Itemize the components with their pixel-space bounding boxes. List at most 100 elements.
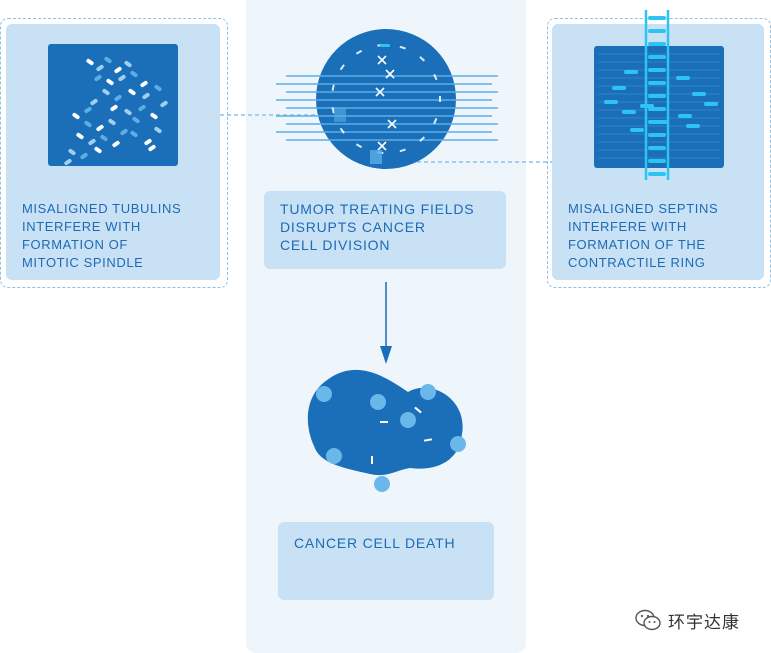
fragment-dot — [374, 476, 390, 492]
tubulin-dash — [86, 58, 94, 66]
tubulin-dash — [80, 152, 88, 160]
ladder-rung — [648, 68, 666, 72]
tubulin-dash — [124, 108, 132, 116]
tubulin-dash — [124, 60, 132, 68]
tubulin-dash — [132, 116, 140, 124]
ladder-rung — [648, 94, 666, 98]
septin-dash — [630, 128, 644, 132]
tubulin-dash — [100, 134, 108, 142]
tubulin-dash — [72, 112, 80, 120]
tubulin-dash — [148, 144, 156, 152]
dividing-cell-illustration — [276, 29, 498, 169]
tubulin-dash — [140, 80, 148, 88]
center-bottom-caption-box — [278, 522, 494, 600]
septin-dash — [612, 86, 626, 90]
tubulin-dash — [94, 74, 102, 82]
tubulin-dash — [130, 130, 138, 138]
ladder-rung — [648, 159, 666, 163]
ladder-rung — [648, 55, 666, 59]
fragment-dot — [370, 394, 386, 410]
tubulin-dash — [106, 78, 114, 86]
septin-dash — [692, 92, 706, 96]
fragment-dash — [423, 438, 433, 442]
septin-dash — [640, 104, 654, 108]
chromosome-mark — [377, 55, 387, 65]
spindle-dash — [339, 64, 345, 71]
spindle-dash — [399, 148, 406, 153]
wechat-icon — [635, 609, 661, 631]
chromosome-mark — [375, 87, 385, 97]
spindle-dash — [433, 117, 438, 125]
spindle-dash — [439, 96, 441, 102]
watermark-text: 环宇达康 — [668, 612, 740, 633]
ladder-rung — [648, 42, 666, 46]
spindle-dash — [331, 107, 335, 114]
tubulin-dash — [130, 70, 138, 78]
spindle-dash — [419, 136, 426, 142]
tubulin-dash — [84, 106, 92, 114]
fragment-dash — [380, 421, 388, 423]
tubulin-dash — [76, 132, 84, 140]
spindle-dash — [355, 143, 363, 149]
ladder-rung — [648, 107, 666, 111]
tubulin-illustration — [48, 44, 178, 166]
spindle-dash — [399, 45, 406, 50]
spindle-dash — [433, 73, 438, 81]
tubulin-dash — [88, 138, 96, 146]
septin-dash — [624, 70, 638, 74]
left-panel-frame — [0, 18, 228, 288]
ladder-rung — [648, 146, 666, 150]
dead-cell-illustration — [307, 369, 466, 492]
tubulin-dash — [150, 112, 158, 120]
center-bottom-caption: CANCER CELL DEATH — [294, 535, 456, 551]
tubulin-dash — [96, 124, 104, 132]
chromosome-mark — [377, 141, 387, 151]
spindle-dash — [419, 56, 426, 62]
ladder-rung — [648, 172, 666, 176]
tubulin-dash — [128, 88, 136, 96]
highlight-square — [334, 108, 346, 122]
fragment-dot — [400, 412, 416, 428]
septin-dash — [654, 120, 668, 124]
spindle-dash — [339, 127, 345, 134]
tubulin-dash — [68, 148, 76, 156]
tubulin-dash — [138, 104, 146, 112]
tubulin-dash — [114, 66, 122, 74]
tubulin-dash — [154, 126, 162, 134]
tubulin-dash — [64, 158, 72, 166]
down-arrow-icon — [380, 282, 392, 364]
fragment-dot — [326, 448, 342, 464]
tubulin-dash — [84, 120, 92, 128]
septin-dash — [704, 102, 718, 106]
tubulin-dash — [154, 84, 162, 92]
tubulin-dash — [160, 100, 168, 108]
septin-dash — [686, 124, 700, 128]
fragment-dot — [316, 386, 332, 402]
tubulin-dash — [108, 118, 116, 126]
tubulin-dash — [112, 140, 120, 148]
tubulin-dash — [114, 94, 122, 102]
marker-dash — [380, 44, 390, 47]
fragment-dot — [420, 384, 436, 400]
spindle-dash — [331, 84, 335, 91]
fragment-dash — [371, 456, 373, 464]
septin-dash — [676, 76, 690, 80]
center-top-caption-box — [264, 191, 506, 269]
spindle-dash — [355, 49, 363, 55]
highlight-square — [370, 150, 382, 164]
right-panel-caption: MISALIGNED SEPTINS INTERFERE WITH FORMAT… — [568, 201, 719, 270]
chromosome-mark — [385, 69, 395, 79]
tubulin-dash — [90, 98, 98, 106]
ladder-rung — [648, 16, 666, 20]
septin-dash — [622, 110, 636, 114]
tubulin-dash — [94, 146, 102, 154]
tubulin-dash — [96, 64, 104, 72]
tubulin-dash — [110, 104, 118, 112]
watermark: 环宇达康 — [634, 608, 740, 633]
tubulin-dash — [102, 88, 110, 96]
center-top-caption: TUMOR TREATING FIELDS DISRUPTS CANCER CE… — [280, 201, 475, 253]
chromosome-mark — [387, 119, 397, 129]
ladder-rung — [648, 81, 666, 85]
fragment-dot — [450, 436, 466, 452]
tubulin-dash — [104, 56, 112, 64]
